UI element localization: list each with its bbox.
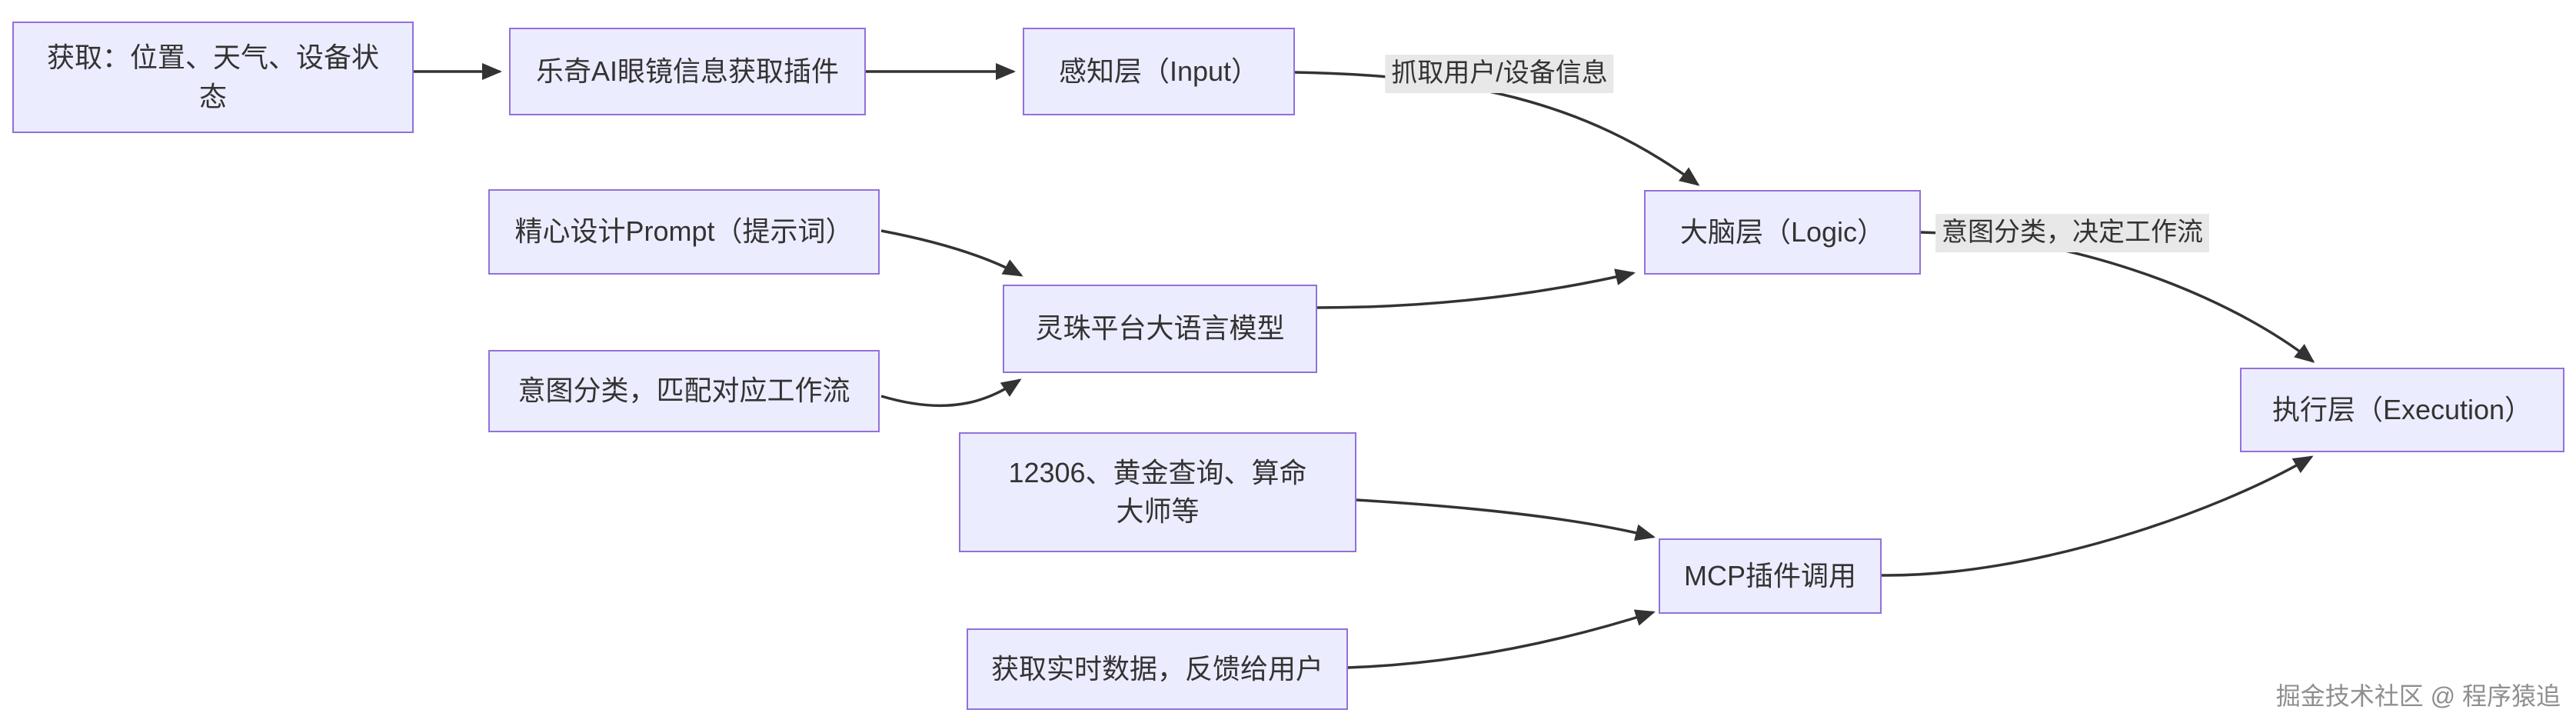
watermark: 掘金技术社区 @ 程序猿追	[2275, 682, 2561, 710]
edge-prompt-to-llm	[880, 229, 1023, 277]
edge-examples-to-mcpcall	[1356, 498, 1656, 541]
edge-realtime-to-mcpcall	[1347, 609, 1656, 669]
node-realtime-data-feedback: 获取实时数据，反馈给用户	[967, 628, 1348, 710]
node-label: 意图分类，匹配对应工作流	[518, 375, 850, 407]
edge-mcpcall-to-execution	[1881, 455, 2314, 577]
edge-intentmatch-to-llm	[880, 378, 1022, 408]
node-label: 大脑层（Logic）	[1679, 215, 1885, 248]
node-label: 获取实时数据，反馈给用户	[990, 652, 1323, 685]
node-label: 执行层（Execution）	[2271, 393, 2533, 425]
node-prompt-design: 精心设计Prompt（提示词）	[488, 189, 880, 275]
edge-label-intent-classify-decide-workflow: 意图分类，决定工作流	[1935, 214, 2209, 252]
node-intent-classify-match-workflow: 意图分类，匹配对应工作流	[488, 350, 880, 432]
edge-llm-to-brain	[1316, 268, 1636, 309]
node-leqi-ai-glasses-plugin: 乐奇AI眼镜信息获取插件	[509, 28, 866, 115]
node-label: 获取：位置、天气、设备状态	[46, 42, 379, 112]
node-label: 精心设计Prompt（提示词）	[514, 215, 854, 248]
edge-perception-to-brain	[1294, 71, 1700, 186]
node-label: MCP插件调用	[1684, 559, 1856, 591]
node-label: 12306、黄金查询、算命大师等	[1008, 456, 1307, 527]
node-perception-layer-input: 感知层（Input）	[1023, 28, 1295, 115]
node-execution-layer: 执行层（Execution）	[2240, 368, 2564, 452]
node-label: 灵珠平台大语言模型	[1035, 312, 1285, 345]
node-brain-layer-logic: 大脑层（Logic）	[1644, 190, 1921, 275]
node-label: 感知层（Input）	[1058, 55, 1260, 87]
edge-label-grab-user-device-info: 抓取用户/设备信息	[1385, 55, 1614, 93]
node-acquire-location-weather-device: 获取：位置、天气、设备状态	[12, 22, 414, 133]
node-mcp-plugin-call: MCP插件调用	[1659, 538, 1882, 614]
node-label: 乐奇AI眼镜信息获取插件	[535, 55, 839, 87]
node-lingzhu-platform-llm: 灵珠平台大语言模型	[1003, 285, 1317, 373]
node-mcp-examples-12306-gold-fortune: 12306、黄金查询、算命大师等	[959, 432, 1356, 552]
